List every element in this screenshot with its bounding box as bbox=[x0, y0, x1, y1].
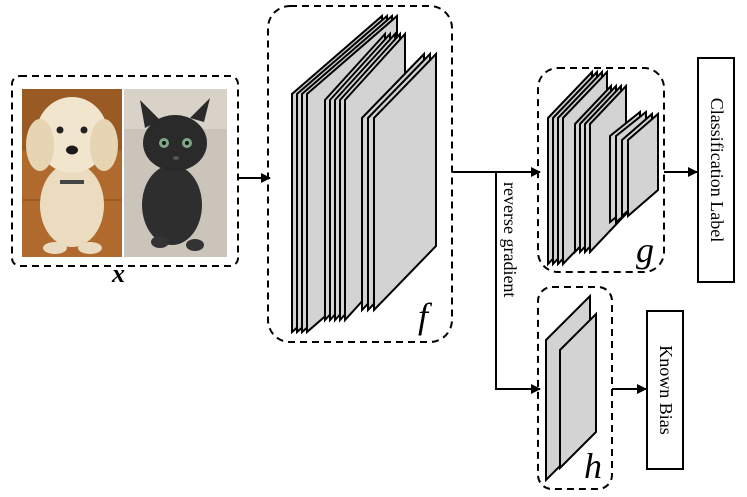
module-f: f bbox=[267, 5, 453, 343]
module-f-layers bbox=[291, 13, 437, 335]
module-h-layer-2 bbox=[559, 311, 597, 471]
classification-label-box bbox=[697, 57, 735, 283]
input-variable-label: x bbox=[111, 259, 125, 288]
module-f-box bbox=[267, 5, 453, 343]
dog-image bbox=[22, 89, 122, 257]
bias-output: Known Bias bbox=[646, 310, 684, 470]
cat-image bbox=[124, 89, 227, 257]
module-h-label: h bbox=[584, 446, 602, 486]
module-g-layers bbox=[547, 69, 659, 267]
module-h-layers bbox=[545, 293, 597, 483]
classification-label-text: Classification Label bbox=[707, 98, 727, 242]
module-h: h bbox=[537, 286, 613, 490]
module-g-box bbox=[537, 67, 665, 273]
input-group: x bbox=[11, 75, 239, 288]
module-g-layer-12 bbox=[627, 111, 659, 219]
module-f-layer-12 bbox=[373, 51, 437, 313]
classification-output: Classification Label bbox=[697, 57, 735, 283]
module-f-label: f bbox=[418, 296, 433, 336]
arrow-f-to-h bbox=[495, 172, 541, 394]
module-g-label: g bbox=[636, 230, 654, 270]
known-bias-box bbox=[646, 310, 684, 470]
module-g: g bbox=[537, 67, 665, 273]
known-bias-text: Known Bias bbox=[656, 345, 676, 435]
reverse-gradient-label: reverse gradient bbox=[500, 182, 520, 297]
